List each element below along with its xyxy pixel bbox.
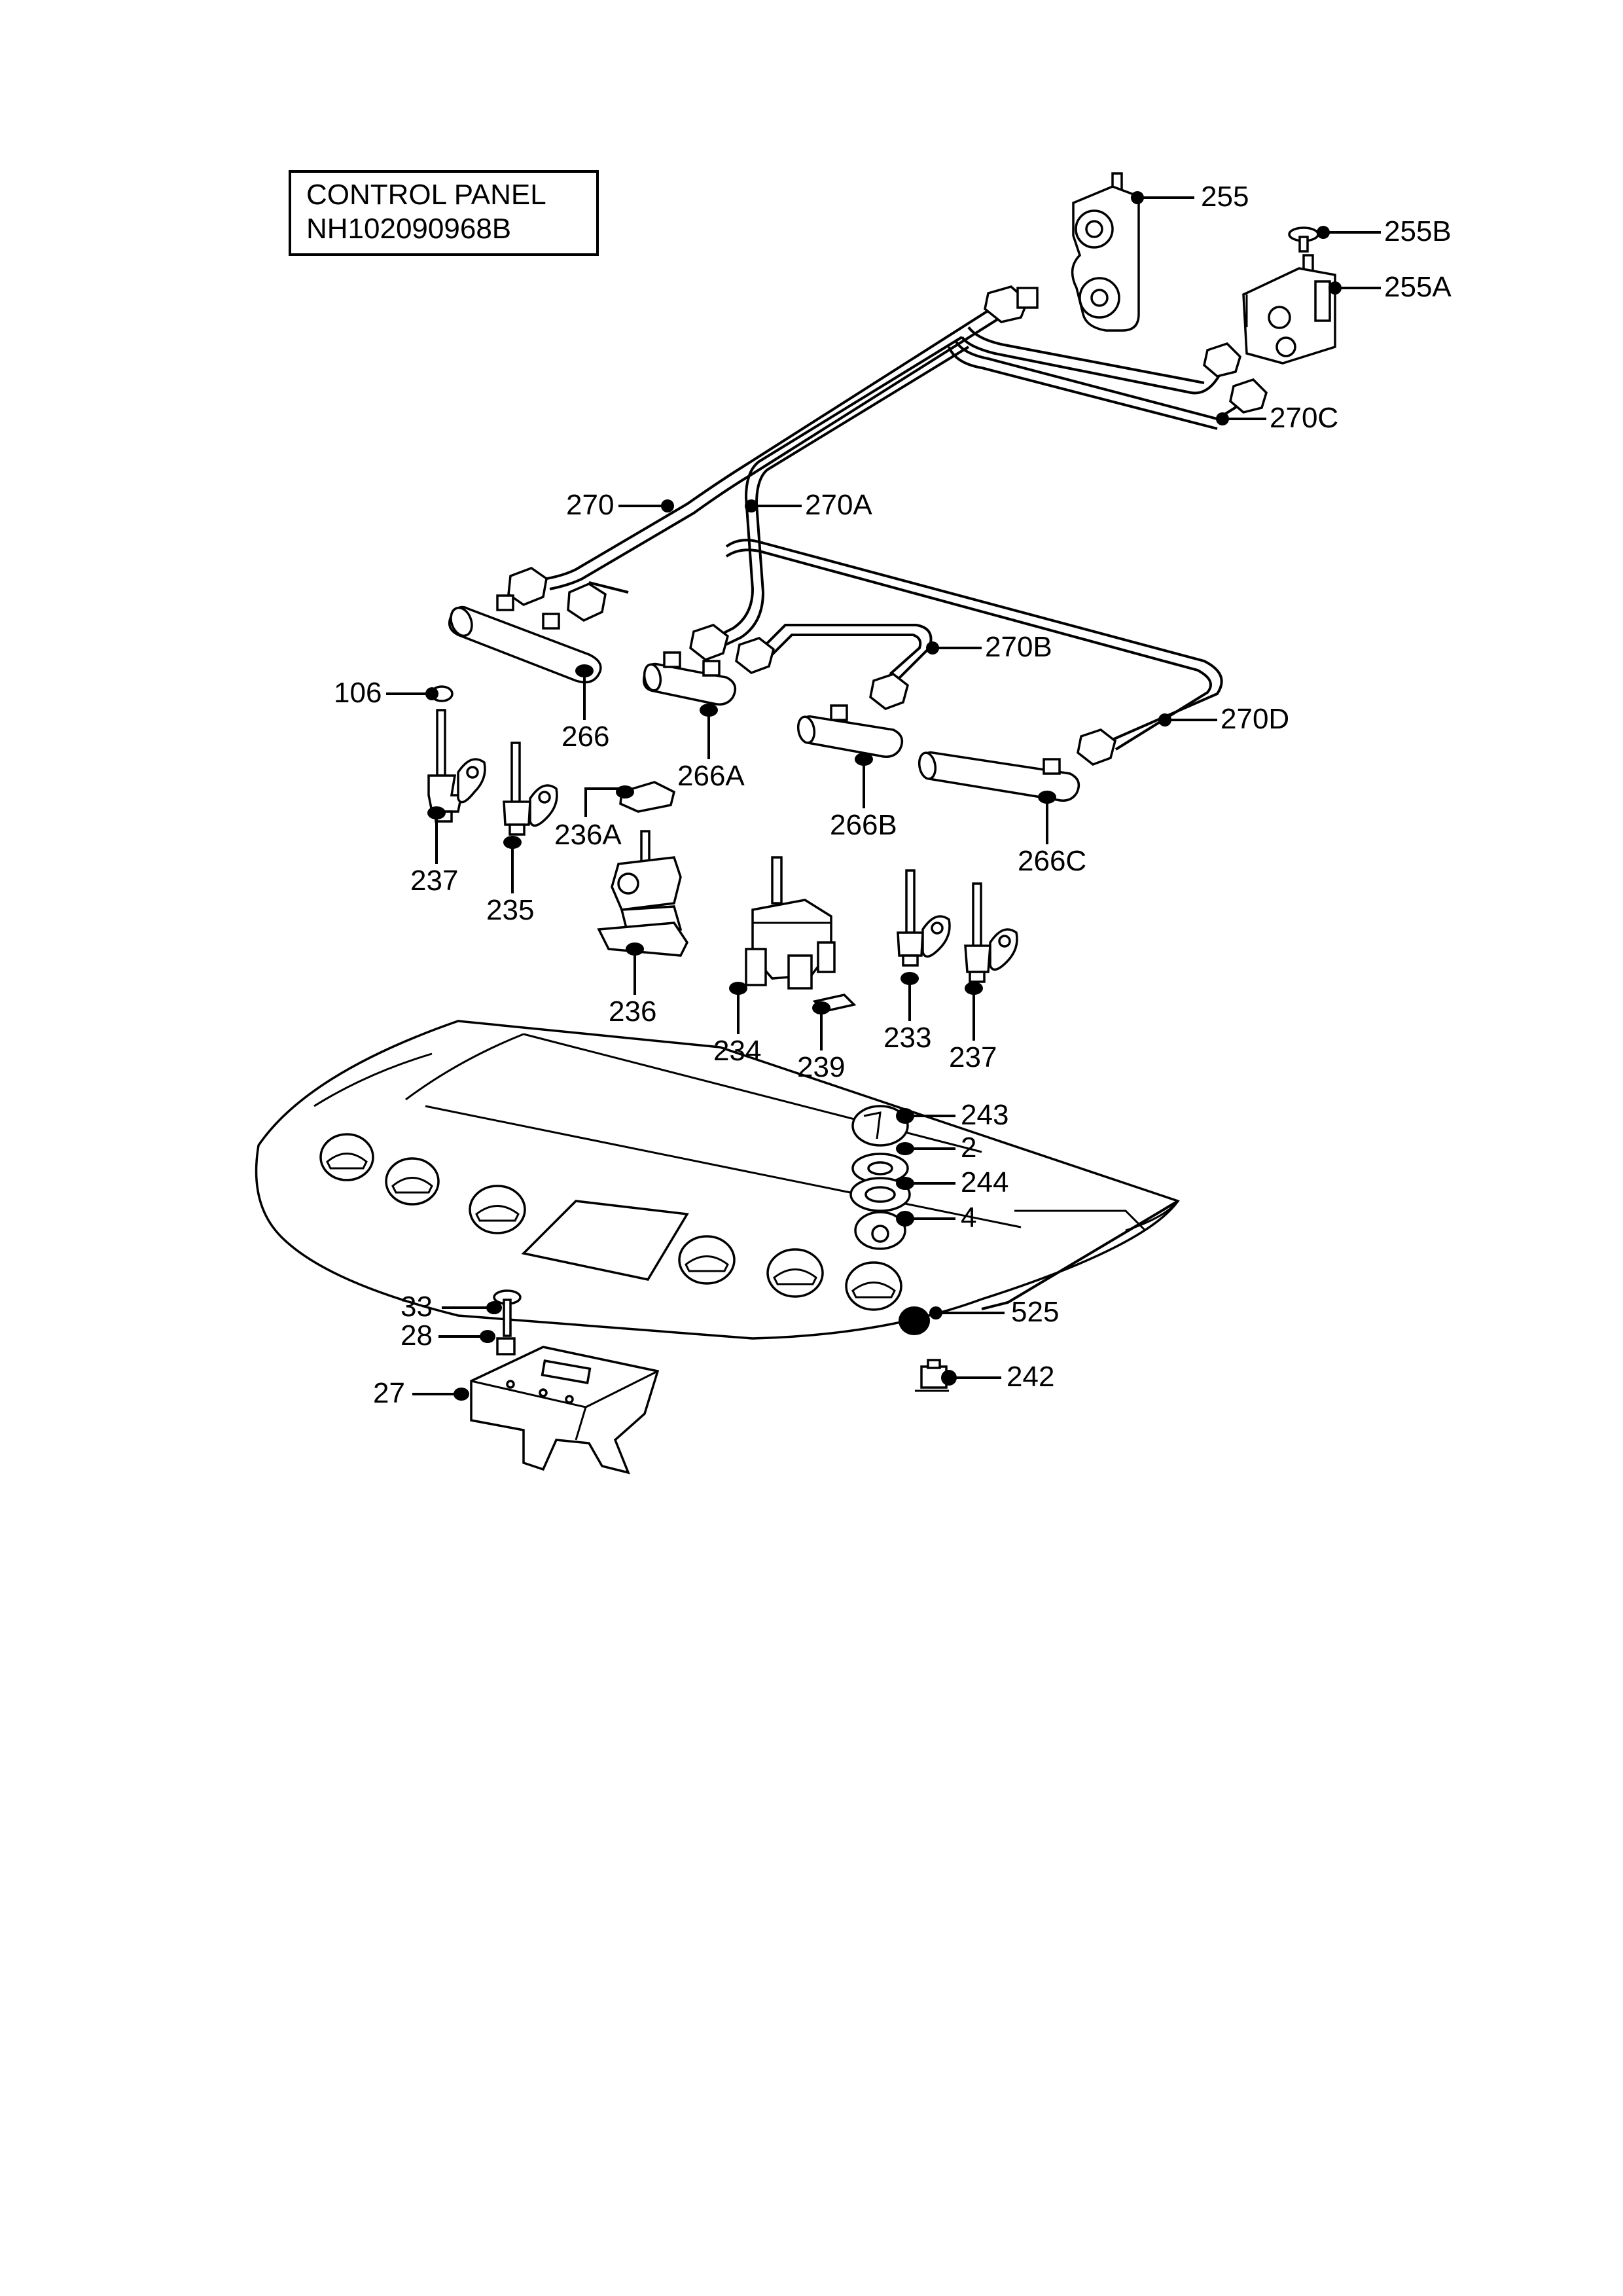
part-236 [597, 830, 689, 957]
tube-266 [448, 594, 602, 684]
callout-270B: 270B [985, 631, 1052, 663]
callout-2: 2 [961, 1132, 976, 1164]
callout-234: 234 [713, 1035, 761, 1067]
title-box: CONTROL PANEL NH102090968B [289, 170, 599, 256]
callout-labels: 255 255B 255A 270C 270 270A 270B 270D 10… [334, 181, 1452, 1409]
part-255A [1242, 254, 1336, 365]
callout-237-left: 237 [410, 865, 458, 897]
tube-266C [918, 751, 1080, 802]
title-line-2: NH102090968B [306, 213, 511, 245]
control-panel-body [255, 1020, 1180, 1340]
tube-266A [643, 651, 737, 706]
part-237-left [427, 709, 486, 823]
callout-266: 266 [562, 721, 609, 753]
part-255 [1071, 172, 1140, 332]
callout-242: 242 [1007, 1361, 1054, 1393]
callout-255A: 255A [1384, 271, 1452, 303]
callout-266A: 266A [677, 760, 745, 792]
pipe-nuts [507, 285, 1268, 766]
part-235 [503, 742, 558, 836]
part-237-right [964, 882, 1018, 983]
part-242 [915, 1359, 949, 1392]
callout-27: 27 [373, 1377, 405, 1409]
callout-235: 235 [486, 894, 534, 926]
part-255B [1288, 226, 1319, 253]
callout-525: 525 [1011, 1296, 1059, 1328]
injector-tubes [448, 594, 1080, 802]
callout-266C: 266C [1018, 845, 1086, 877]
callout-243: 243 [961, 1099, 1008, 1131]
callout-255B: 255B [1384, 215, 1452, 247]
panel-knob-recesses [319, 1133, 902, 1311]
part-28 [496, 1337, 516, 1355]
part-236A [619, 781, 676, 813]
part-244 [849, 1177, 911, 1212]
part-525 [899, 1306, 930, 1335]
gas-pipes [543, 301, 1245, 751]
callout-236: 236 [609, 996, 656, 1028]
part-27 [470, 1346, 660, 1475]
callout-28: 28 [401, 1319, 433, 1352]
callout-33: 33 [401, 1291, 433, 1323]
part-233 [897, 869, 951, 967]
callout-270C: 270C [1270, 402, 1338, 434]
callout-270D: 270D [1221, 703, 1289, 735]
part-243 [851, 1105, 909, 1147]
part-2 [851, 1153, 909, 1184]
callout-233: 233 [883, 1022, 931, 1054]
panel-display-window [521, 1200, 689, 1281]
title-line-1: CONTROL PANEL [306, 179, 546, 211]
callout-106: 106 [334, 677, 382, 709]
callout-4: 4 [961, 1202, 976, 1234]
part-234 [745, 856, 836, 990]
callout-255: 255 [1201, 181, 1249, 213]
tube-266B [796, 704, 904, 758]
callout-236A: 236A [554, 819, 622, 851]
part-33 [493, 1289, 522, 1337]
callout-270A: 270A [805, 489, 872, 521]
callout-237-right: 237 [949, 1041, 997, 1073]
callout-270: 270 [566, 489, 614, 521]
part-4 [854, 1211, 906, 1250]
callout-239: 239 [797, 1051, 845, 1083]
leader-lines [386, 191, 1381, 1401]
callout-266B: 266B [830, 809, 897, 841]
callout-244: 244 [961, 1166, 1008, 1198]
